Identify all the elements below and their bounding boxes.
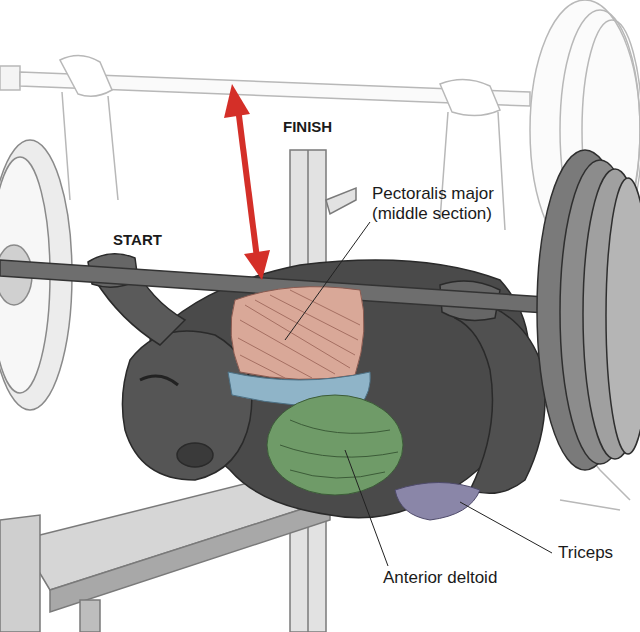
muscle-label: Pectoralis major (middle section) <box>372 184 532 225</box>
leader-lines <box>285 222 552 566</box>
position-label: FINISH <box>283 118 363 136</box>
muscle-label: Triceps <box>558 543 636 563</box>
position-label: START <box>113 231 193 249</box>
movement-arrow <box>224 84 270 280</box>
muscle-label: Anterior deltoid <box>383 568 543 588</box>
